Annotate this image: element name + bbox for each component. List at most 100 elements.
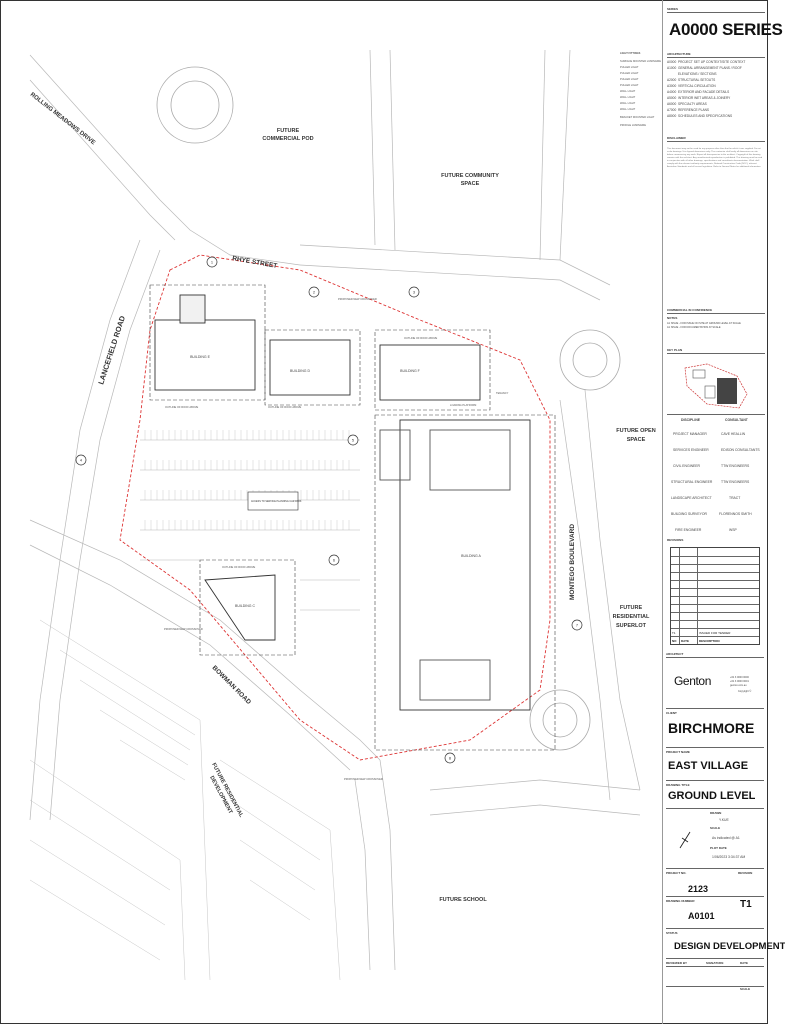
discipline-header: DISCIPLINE [681, 418, 701, 422]
status-value: DESIGN DEVELOPMENT [674, 941, 785, 952]
scale-value: As indicated @ A1 [712, 836, 740, 840]
context-lines [29, 49, 641, 971]
grid-marker-labels: 1 2 3 4 5 6 7 8 [80, 261, 578, 761]
legend-item: PULLED LIGHT [620, 72, 639, 75]
client-name: BIRCHMORE [668, 720, 755, 736]
grid-marker-5: 5 [352, 439, 354, 443]
project-label: PROJECT NAME [666, 750, 690, 754]
roundabouts [156, 66, 621, 751]
consultant-name: TRACT [729, 496, 741, 500]
revisions-label: REVISIONS [667, 538, 684, 542]
schedule-row: A5000 INTERIOR WET AREAS & JOINERY [667, 96, 731, 100]
architect-contact: +61 3 0000 0000 [730, 676, 749, 679]
note-tenancy: TENANCY [496, 391, 509, 395]
schedule-row: ELEVATIONS / SECTIONS [678, 72, 717, 76]
note-crossover-bowman: PROPOSED NEW CROSSOVER [164, 627, 203, 631]
building-f-label: BUILDING F [400, 369, 420, 373]
key-plan-diagram [684, 363, 748, 409]
revision-desc: ISSUED FOR TENDER [699, 631, 731, 635]
bottom-scale-label: SCALE [740, 987, 751, 991]
building-c-label: BUILDING C [235, 604, 256, 608]
revisions-no-header: NO [672, 638, 677, 643]
site-boundary [119, 254, 551, 761]
north-arrow-icon [679, 831, 691, 849]
consultant-name: TTW ENGINEERS [721, 464, 750, 468]
revisions-desc-header: DESCRIPTION [699, 638, 720, 643]
keyplan-label: KEY PLAN [667, 348, 683, 352]
building-d-outline [269, 339, 351, 396]
car-park-bays [140, 439, 360, 611]
legend-item: PULLED LIGHT [620, 78, 639, 81]
drawn-label: DRAWN [710, 811, 722, 815]
grid-marker-7: 7 [576, 624, 578, 628]
legend-item: SURFACE MOUNTED LUMINAIRE [620, 60, 661, 63]
consultant-role: SERVICES ENGINEER [673, 448, 709, 452]
date-label: DATE [740, 961, 748, 965]
grid-marker-8: 8 [449, 757, 451, 761]
grid-marker-1: 1 [211, 261, 213, 265]
street-bowman: BOWMAN ROAD [211, 664, 253, 706]
architect-contact: +61 3 0000 0001 [730, 680, 749, 683]
grid-markers [75, 256, 583, 764]
note-loading: LOADING PLATFORM [450, 403, 476, 407]
zone-superlot-l2: RESIDENTIAL [613, 614, 650, 620]
street-lancefield: LANCEFIELD ROAD [96, 314, 127, 385]
title-block: SERIES A0000 SERIES ARCHITECTURE A0000 P… [662, 0, 783, 1024]
street-rhye: RHYE STREET [232, 255, 278, 270]
consultant-role: LANDSCAPE ARCHITECT [671, 496, 712, 500]
street-rolling-meadows: ROLLING MEADOWS DRIVE [29, 92, 96, 146]
zone-superlot-l1: FUTURE [620, 605, 643, 611]
schedule-row: A7000 REFERENCE PLANS [667, 108, 709, 112]
series-title: A0000 SERIES [669, 20, 783, 39]
note-roof-f: OUTLINE OF ROOF ABOVE [404, 336, 438, 340]
residential-lots [29, 619, 341, 981]
scale-label: SCALE [710, 826, 721, 830]
revision-value: T1 [740, 899, 752, 910]
project-name: EAST VILLAGE [668, 760, 749, 772]
consultant-role: BUILDING SURVEYOR [671, 512, 707, 516]
zone-open-l1: FUTURE OPEN [616, 428, 655, 434]
consultant-name: WSP [729, 528, 737, 532]
building-d-label: BUILDING D [290, 369, 311, 373]
zone-community-l1: FUTURE COMMUNITY [441, 173, 499, 179]
project-no-label: PROJECT NO. [666, 871, 687, 875]
consultant-name: FLORENNOS SMITH [719, 512, 752, 516]
schedule-row: A0000 PROJECT SET UP CONTEXT/SITE CONTEX… [667, 60, 746, 64]
architect-contact: genton.com.au [730, 684, 747, 687]
architect-logo: Genton [674, 674, 711, 688]
project-no: 2123 [688, 884, 709, 894]
building-f-outline [379, 344, 481, 401]
note-roof-e: OUTLINE OF ROOF ABOVE [165, 405, 199, 409]
drawing-title-label: DRAWING TITLE [666, 783, 690, 787]
zone-superlot-l3: SUPERLOT [616, 623, 647, 629]
building-e-label: BUILDING E [190, 355, 211, 359]
building-a-label: BUILDING A [461, 554, 481, 558]
drawn-value: Y.KUE [719, 818, 729, 822]
title-block-lower: ARCHITECT Genton +61 3 0000 0000 +61 3 0… [662, 0, 785, 1024]
note-roof-c: OUTLINE OF ROOF ABOVE [222, 565, 256, 569]
consultant-name: CAVE HEALLIN [721, 432, 746, 436]
legend-item: BRACKET MOUNTED LIGHT [620, 116, 655, 119]
legend-item: PULLED LIGHT [620, 66, 639, 69]
schedule-row: A3000 VERTICAL CIRCULATION [667, 84, 716, 88]
car-park-ticks [144, 430, 350, 530]
revisions-date-header: DATE [681, 638, 689, 643]
consultant-name: TTW ENGINEERS [721, 480, 750, 484]
roof-outlines [149, 284, 556, 751]
consultant-role: STRUCTURAL ENGINEER [671, 480, 713, 484]
drawing-number-label: DRAWING NUMBER [666, 899, 695, 903]
schedule-row: A6000 SPECIALTY AREAS [667, 102, 707, 106]
revisions-table: T1 ISSUED FOR TENDER NO DATE DESCRIPTION [670, 547, 760, 645]
zone-commercial-l2: COMMERCIAL POD [262, 136, 313, 142]
zone-open-l2: SPACE [627, 437, 646, 443]
zone-school: FUTURE SCHOOL [439, 897, 487, 903]
building-a-outline [399, 419, 531, 711]
buildings [154, 294, 531, 711]
zone-community-l2: SPACE [461, 181, 480, 187]
note-carpark: ACCESS TO SERVICE PLANNING CAR PARK [251, 500, 302, 503]
plot-date-label: PLOT DATE [710, 846, 727, 850]
legend-item: PULLED LIGHT [620, 84, 639, 87]
reviewed-label: REVIEWED BY [666, 961, 688, 965]
client-label: CLIENT [666, 711, 677, 715]
